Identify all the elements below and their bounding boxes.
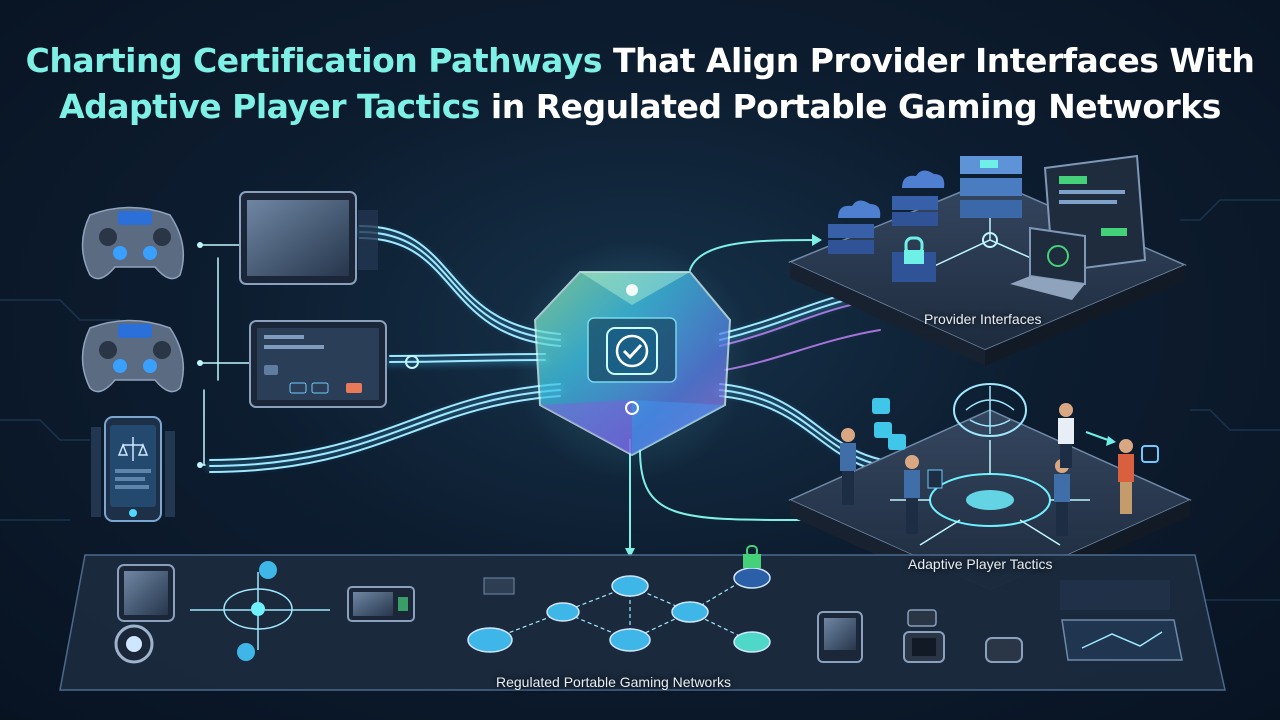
laptop-icon (1010, 226, 1086, 300)
title-rest-2: in Regulated Portable Gaming Networks (479, 87, 1221, 126)
lock-server-icon (892, 170, 945, 226)
lock-icon (892, 236, 936, 282)
database-icon (960, 156, 1022, 218)
gamepad-icon (81, 319, 185, 393)
map-panel-icon (1061, 619, 1183, 661)
adaptive-player-tactics-label: Adaptive Player Tactics (908, 556, 1053, 572)
provider-interfaces-label: Provider Interfaces (924, 311, 1042, 327)
person-icon (904, 455, 943, 534)
lock-icon (743, 545, 761, 568)
title-highlight-1: Charting Certification Pathways (25, 41, 603, 80)
regulated-networks-label: Regulated Portable Gaming Networks (496, 674, 732, 690)
page-title: Charting Certification Pathways That Ali… (0, 38, 1280, 130)
network-platform (59, 545, 1226, 691)
checkbox-icon (872, 398, 906, 450)
person-icon (1054, 459, 1070, 536)
certification-hub (512, 240, 752, 480)
title-line-1: Charting Certification Pathways That Ali… (0, 38, 1280, 84)
gamepad-icon (81, 206, 185, 280)
certified-badge-icon (114, 624, 154, 664)
circuit-background (0, 199, 1280, 601)
checkmark-shield-icon (606, 327, 658, 375)
smartphone-icon (117, 564, 175, 622)
tablet-interface-icon (249, 320, 387, 408)
node-icon (237, 561, 277, 661)
title-line-2: Adaptive Player Tactics in Regulated Por… (0, 84, 1280, 130)
handheld-console-icon (903, 609, 1023, 663)
person-icon (1118, 439, 1159, 514)
network-graph (467, 545, 771, 653)
tablet-device-icon (817, 611, 863, 663)
provider-platform (788, 154, 1187, 366)
player-platform (788, 383, 1192, 606)
brain-network-icon (953, 383, 1027, 437)
smartphone-scales-icon (91, 416, 175, 522)
person-icon (840, 428, 856, 505)
title-highlight-2: Adaptive Player Tactics (59, 87, 480, 126)
cloud-server-icon (828, 200, 881, 254)
tablet-icon (239, 191, 378, 285)
title-rest-1: That Align Provider Interfaces With (601, 41, 1255, 80)
tablet-small-icon (347, 586, 415, 622)
person-icon (1058, 403, 1074, 468)
